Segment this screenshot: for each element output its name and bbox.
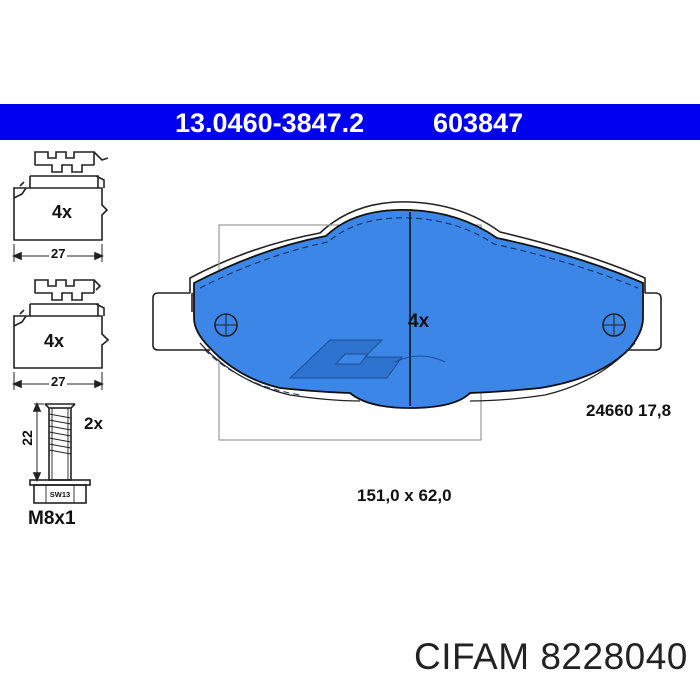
part-number: 13.0460-3847.2 xyxy=(175,108,365,138)
brand-part-number: CIFAM 8228040 xyxy=(414,636,688,677)
clip-top-quantity: 4x xyxy=(52,202,73,222)
pad-dimensions: 151,0 x 62,0 xyxy=(357,486,452,505)
clip-bottom-quantity: 4x xyxy=(44,331,65,351)
bolt-quantity: 2x xyxy=(84,414,103,433)
clip-top-width: 27 xyxy=(49,246,68,261)
reference-number: 603847 xyxy=(433,108,524,138)
clip-bottom-drawing xyxy=(11,279,110,390)
bolt-drawing xyxy=(29,401,91,504)
pad-wva-thickness: 24660 17,8 xyxy=(586,401,672,420)
brake-pad xyxy=(152,201,662,441)
clip-bottom-width: 27 xyxy=(49,374,68,389)
clip-top-drawing xyxy=(11,151,109,262)
bolt-length: 22 xyxy=(18,430,35,446)
bolt-wrench-size: SW13 xyxy=(50,490,70,499)
bolt-thread: M8x1 xyxy=(28,508,76,529)
header-banner xyxy=(0,104,700,140)
pad-quantity: 4x xyxy=(408,311,430,332)
